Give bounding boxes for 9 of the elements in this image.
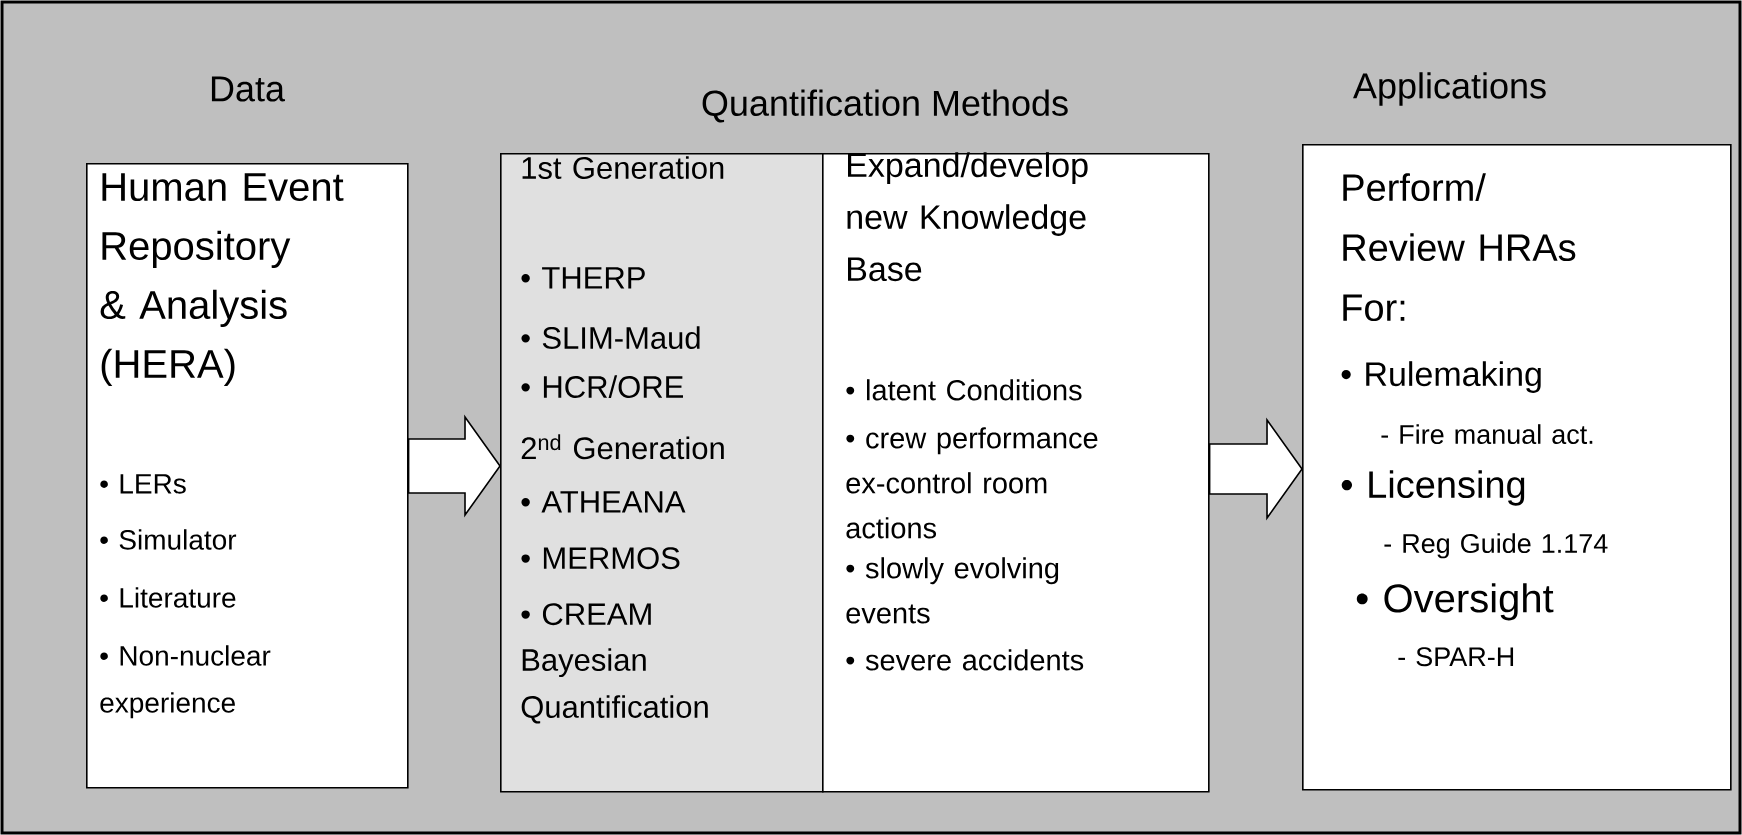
heading: Applications bbox=[1353, 72, 1546, 106]
text-box: Human Event Repository & Analysis (HERA) • LERs • Simulator • Literature • Non-nuclear experience bbox=[86, 163, 409, 789]
text-box: Perform/ Review HRAs For: • Rulemaking - Fire manual act. • Licensing - Reg Guide 1.174 • Oversight - SPAR-H bbox=[1302, 144, 1732, 791]
text-box: Expand/develop new Knowledge Base • latent Conditions • crew performance ex-control room actions • slowly evolving events • severe accidents bbox=[822, 152, 1210, 793]
block-arrow bbox=[1208, 417, 1303, 521]
block-arrow bbox=[407, 414, 501, 518]
heading: Data bbox=[211, 76, 285, 102]
text-box: 1st Generation • THERP • SLIM-Maud • HCR/ORE 2$^{nd}$ Generation • ATHEANA • MERMOS • CREAM Bayesian Quantification bbox=[500, 153, 824, 793]
heading: Quantification Methods bbox=[702, 89, 1068, 123]
